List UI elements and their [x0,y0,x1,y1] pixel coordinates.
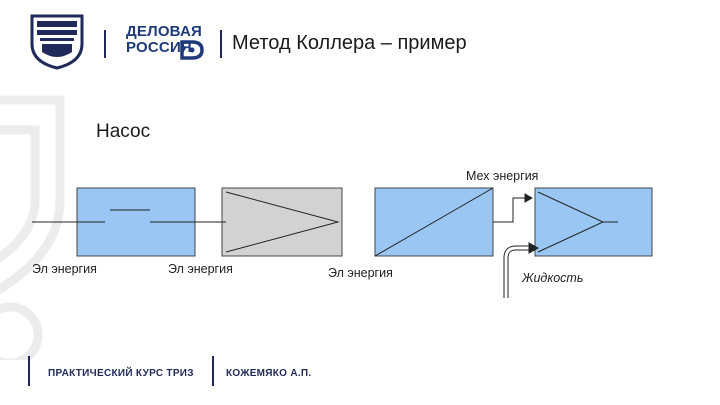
diagram-subtitle: Насос [96,121,151,142]
amplifier-block [221,187,343,257]
header-separator [104,30,106,58]
liquid-arrowhead [528,242,540,254]
label-el-energy-middle: Эл энергия [168,262,233,276]
brand-logo: ДЕЛОВАЯ РОССИЯ [126,24,202,56]
brand-mark-icon [180,40,204,60]
converter-diagonal [374,187,494,257]
footer-course: ПРАКТИЧЕСКИЙ КУРС ТРИЗ [48,368,194,379]
footer-separator-middle [212,356,214,386]
footer-separator-left [28,356,30,386]
label-mech-energy: Мех энергия [466,169,539,183]
brand-line-2: РОССИЯ [126,39,192,56]
footer-author: КОЖЕМЯКО А.П. [226,368,312,379]
mech-energy-arrowhead [524,193,534,203]
label-el-energy-output: Эл энергия [328,266,393,280]
label-liquid: Жидкость [522,271,584,285]
watermark-seal [0,95,65,360]
mech-energy-connector [493,197,532,223]
brand-line-1: ДЕЛОВАЯ [126,23,202,40]
course-logo-icon [30,14,84,70]
liquid-pipe-inner [504,246,532,298]
label-el-energy-input: Эл энергия [32,262,97,276]
amplifier-triangle [225,191,340,253]
slide-title: Метод Коллера – пример [232,32,467,54]
title-separator [220,30,222,58]
